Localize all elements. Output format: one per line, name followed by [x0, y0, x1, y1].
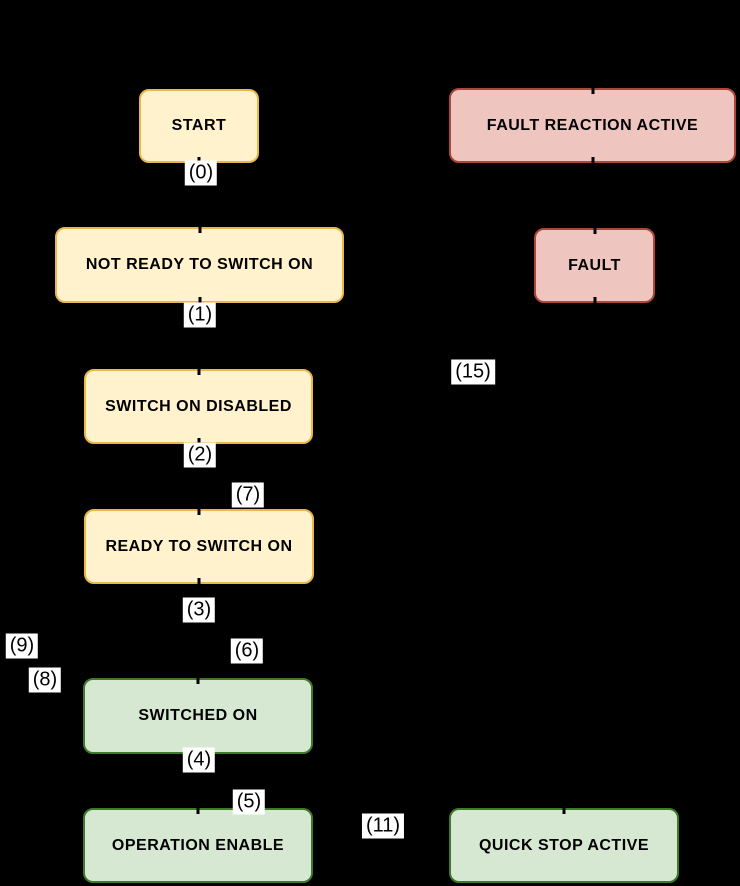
- transition-label-2: (2): [183, 442, 217, 468]
- transition-label-6: (6): [230, 638, 264, 664]
- state-not-ready-to-switch-on: NOT READY TO SWITCH ON: [55, 226, 344, 304]
- transition-label-0: (0): [184, 160, 218, 186]
- state-label: READY TO SWITCH ON: [105, 537, 293, 555]
- transition-label-3: (3): [182, 597, 216, 623]
- state-quick-stop-active: QUICK STOP ACTIVE: [449, 807, 679, 883]
- state-label: SWITCH ON DISABLED: [105, 397, 292, 415]
- connector-endpoint-icon: [197, 368, 200, 375]
- transition-label-5: (5): [232, 789, 266, 815]
- connector-endpoint-icon: [591, 157, 594, 164]
- state-label: SWITCHED ON: [138, 707, 258, 724]
- state-fault-reaction-active: FAULT REACTION ACTIVE: [449, 87, 736, 164]
- transition-label-11: (11): [361, 813, 405, 839]
- connector-endpoint-icon: [198, 226, 201, 233]
- state-switch-on-disabled: SWITCH ON DISABLED: [84, 368, 313, 445]
- connector-endpoint-icon: [593, 227, 596, 234]
- state-switched-on: SWITCHED ON: [83, 677, 313, 755]
- connector-endpoint-icon: [593, 297, 596, 304]
- state-operation-enable: OPERATION ENABLE: [83, 807, 313, 883]
- state-start: START: [139, 89, 259, 164]
- connector-endpoint-icon: [198, 297, 201, 304]
- state-label: QUICK STOP ACTIVE: [478, 836, 649, 854]
- connector-endpoint-icon: [196, 677, 200, 684]
- connector-endpoint-icon: [197, 438, 200, 445]
- transition-label-8: (8): [28, 667, 62, 693]
- transition-label-9: (9): [5, 633, 39, 659]
- state-label: OPERATION ENABLE: [111, 836, 285, 854]
- state-ready-to-switch-on: READY TO SWITCH ON: [84, 508, 314, 585]
- connector-endpoint-icon: [591, 87, 594, 94]
- state-fault: FAULT: [534, 227, 655, 304]
- connector-endpoint-icon: [197, 578, 201, 585]
- connector-endpoint-icon: [562, 807, 566, 814]
- state-label: START: [171, 117, 227, 134]
- transition-label-7: (7): [231, 482, 265, 508]
- state-label: NOT READY TO SWITCH ON: [85, 256, 314, 273]
- transition-label-15: (15): [451, 359, 495, 385]
- transition-label-4: (4): [182, 747, 216, 773]
- state-label: FAULT: [568, 256, 621, 274]
- connector-endpoint-icon: [196, 807, 200, 814]
- transition-label-1: (1): [183, 302, 217, 328]
- connector-endpoint-icon: [197, 508, 201, 515]
- state-label: FAULT REACTION ACTIVE: [486, 116, 699, 134]
